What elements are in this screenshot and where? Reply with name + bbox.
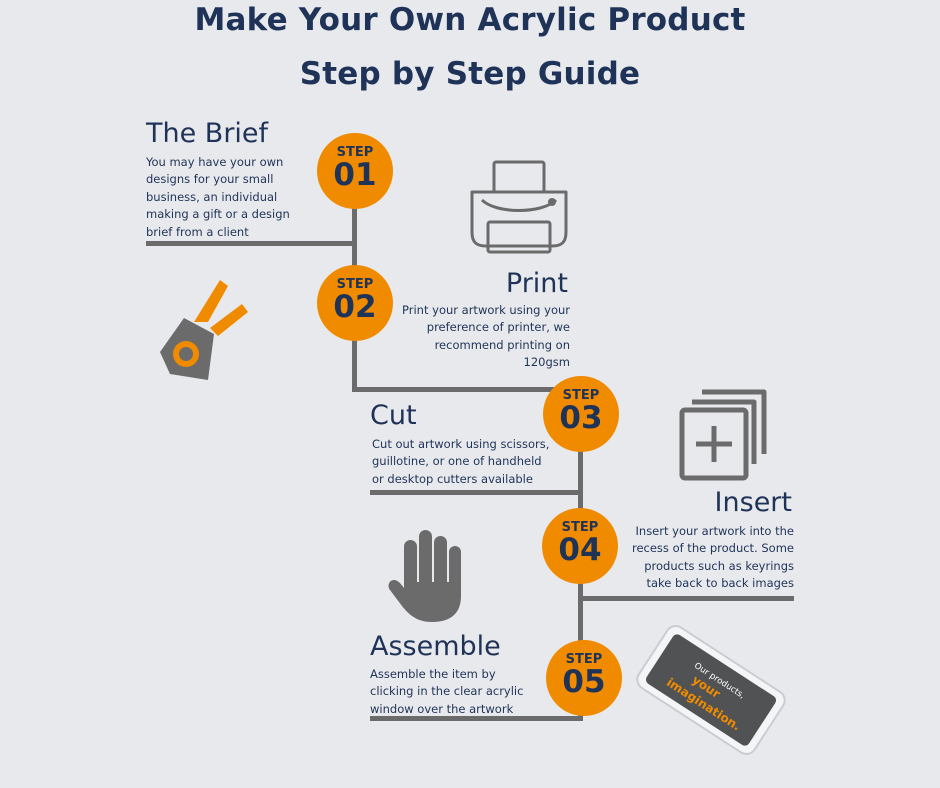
step-number: 03 <box>559 400 603 436</box>
acrylic-product-icon: Our products, your imagination. <box>636 625 786 755</box>
step-number: 04 <box>558 532 602 568</box>
page-subtitle: Step by Step Guide <box>299 56 641 92</box>
step-02-heading: Print <box>505 268 568 299</box>
step-04-heading: Insert <box>714 487 792 518</box>
step-badge-02: STEP 02 <box>317 265 393 341</box>
hand-icon <box>388 530 461 622</box>
step-03-heading: Cut <box>370 400 417 431</box>
step-badge-04: STEP 04 <box>542 508 618 584</box>
cutter-icon <box>160 280 248 380</box>
step-04-description: Insert your artwork into the recess of t… <box>631 524 794 591</box>
connector-line <box>352 387 584 392</box>
step-label: STEP <box>562 388 600 403</box>
step-badge-03: STEP 03 <box>543 376 619 452</box>
step-01-description: You may have your own designs for your s… <box>146 155 290 239</box>
step-label: STEP <box>336 277 374 292</box>
page-title: Make Your Own Acrylic Product <box>194 2 746 38</box>
step-05-heading: Assemble <box>370 631 501 662</box>
step-number: 05 <box>562 664 606 700</box>
step-02-description: Print your artwork using your preference… <box>402 303 570 370</box>
connector-line <box>578 596 794 601</box>
connector-line <box>370 490 583 495</box>
step-03-description: Cut out artwork using scissors, guilloti… <box>372 437 550 486</box>
connector-line <box>370 716 583 721</box>
step-05-description: Assemble the item by clicking in the cle… <box>370 667 524 716</box>
step-number: 02 <box>333 289 377 325</box>
step-label: STEP <box>336 145 374 160</box>
printer-icon <box>470 160 568 254</box>
step-label: STEP <box>561 520 599 535</box>
add-box-icon <box>679 389 767 481</box>
connector-line <box>146 241 357 246</box>
step-label: STEP <box>565 652 603 667</box>
step-badge-05: STEP 05 <box>546 640 622 716</box>
step-01-heading: The Brief <box>146 118 269 149</box>
step-number: 01 <box>333 157 377 193</box>
step-badge-01: STEP 01 <box>317 133 393 209</box>
